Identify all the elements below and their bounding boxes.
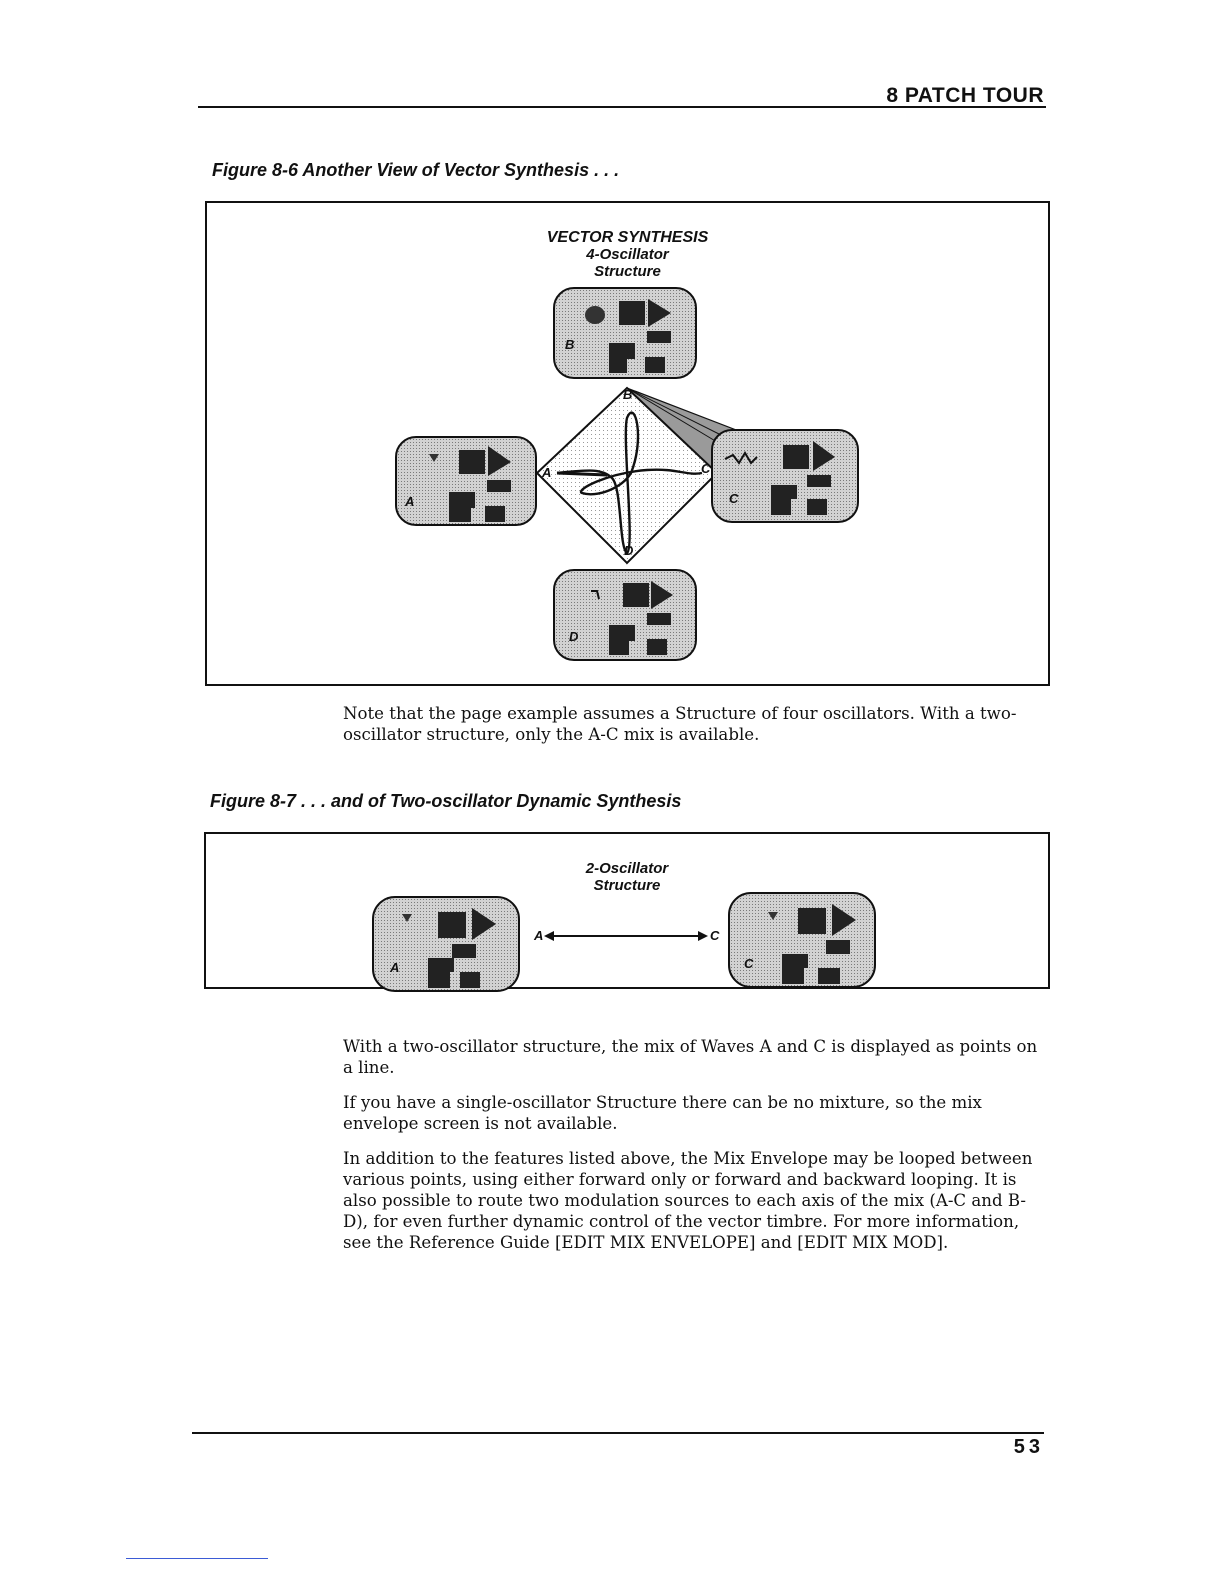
structure-label-2: Structure [593,877,661,894]
paragraph-mix-envelope: In addition to the features listed above… [343,1149,1033,1252]
figure-8-6-caption: Figure 8-6 Another View of Vector Synthe… [212,160,620,180]
oscillator-panel-d: D [553,569,699,663]
a-c-mix-line [544,931,708,941]
oscillator-panel-c: C [711,429,861,525]
figure-8-7-caption: Figure 8-7 . . . and of Two-oscillator D… [210,791,682,811]
running-header: 8 PATCH TOUR [886,84,1044,107]
four-oscillator-label: 4-Oscillator [586,246,669,263]
axis-label-a: A [542,465,552,480]
oscillator-label-d: D [569,629,579,644]
oscillator-label-a: A [405,494,415,509]
oscillator-label-a-2osc: A [390,960,400,975]
paragraph-single-oscillator: If you have a single-oscillator Structur… [343,1093,982,1133]
oscillator-panel-a: A [395,436,539,528]
paragraph-four-oscillator-note: Note that the page example assumes a Str… [343,704,1017,744]
two-oscillator-label: 2-Oscillator [585,860,669,877]
structure-label: Structure [594,263,661,280]
footer-rule [192,1432,1044,1434]
line-label-c: C [710,928,720,943]
oscillator-label-b: B [565,337,575,352]
header-rule [198,106,1046,108]
figure-8-7-box: 2-Oscillator Structure A A C [204,832,1050,992]
oscillator-panel-b: B [553,287,699,381]
figure-8-6-box: VECTOR SYNTHESIS 4-Oscillator Structure … [205,201,1050,686]
page-number: 53 [1013,1436,1044,1458]
paragraph-two-oscillator-line: With a two-oscillator structure, the mix… [343,1037,1038,1077]
oscillator-label-c: C [729,491,739,506]
oscillator-label-c-2osc: C [744,956,754,971]
axis-label-d: D [624,543,634,558]
vector-synthesis-title: VECTOR SYNTHESIS [546,229,709,246]
vector-path [556,411,703,555]
oscillator-panel-c-2osc: C [728,892,878,990]
scan-artifact-line [126,1558,268,1559]
axis-label-b: B [623,387,633,402]
oscillator-panel-a-2osc: A [372,896,522,994]
line-label-a: A [534,928,544,943]
axis-label-c: C [701,461,711,476]
